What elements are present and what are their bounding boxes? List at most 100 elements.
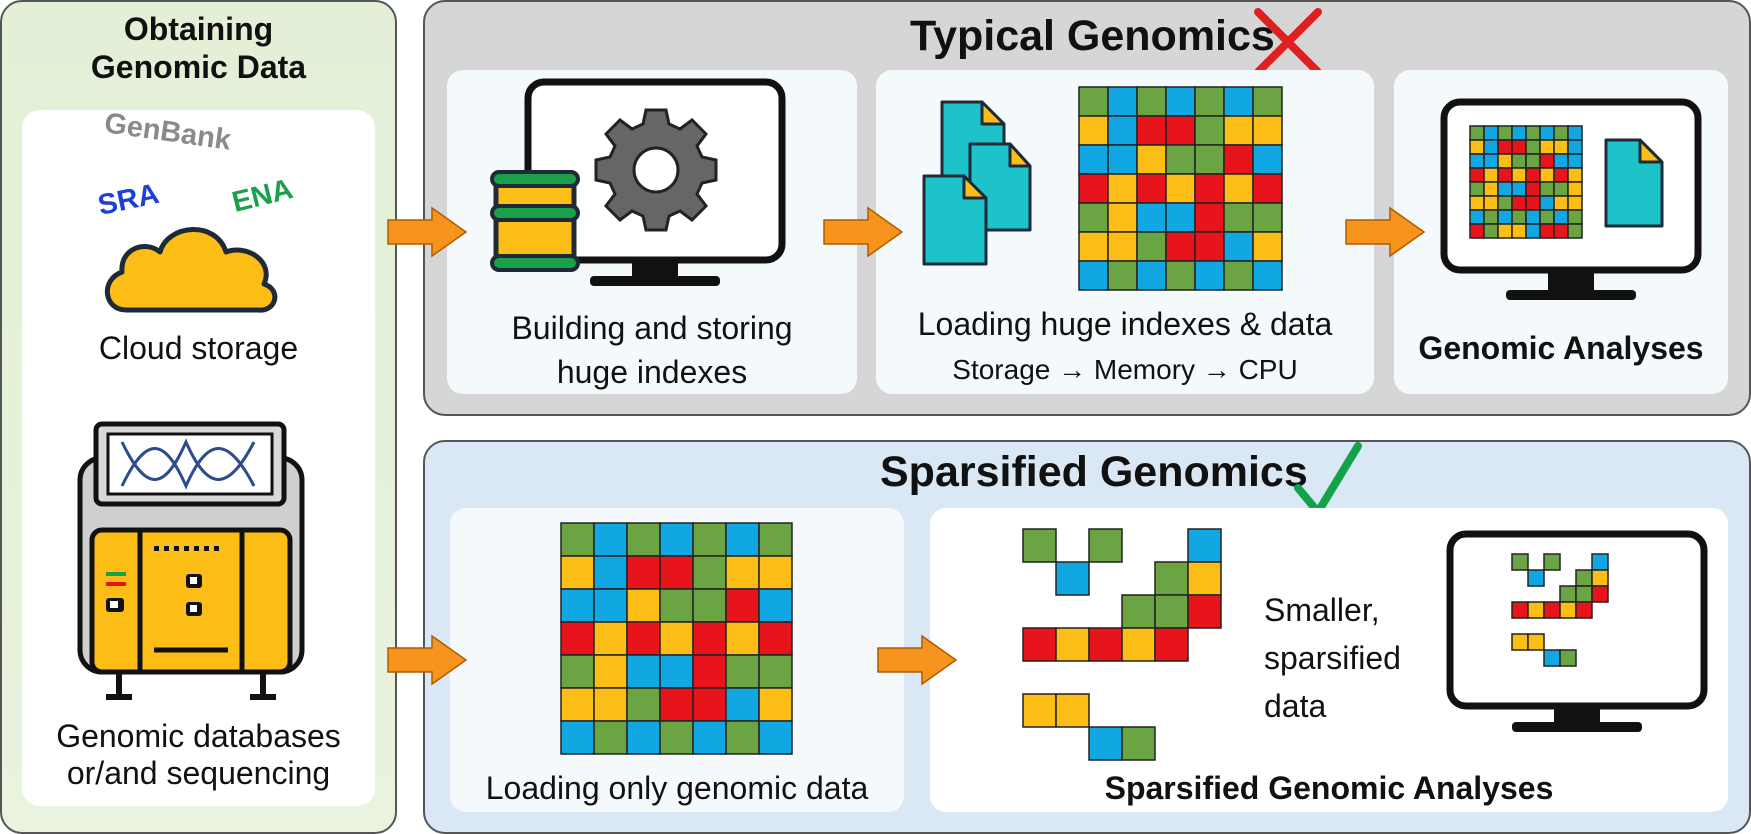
matrix-cell (1469, 139, 1485, 155)
matrix-cell (1136, 260, 1167, 291)
matrix-cell (1088, 627, 1123, 662)
build-index-label-line2: huge indexes (556, 354, 748, 390)
matrix-cell (1055, 693, 1090, 728)
matrix-cell (1154, 627, 1189, 662)
matrix-cell (1187, 528, 1222, 563)
matrix-cell (626, 555, 661, 590)
matrix-cell (1539, 167, 1555, 183)
matrix-cell (560, 621, 595, 656)
build-index-label-line1: Building and storing (511, 310, 793, 346)
matrix-cell (659, 588, 694, 623)
matrix-cell (1511, 601, 1529, 619)
matrix-cell (1543, 601, 1561, 619)
matrix-cell (593, 687, 628, 722)
monitor-gear-icon (524, 78, 786, 286)
matrix-cell (1022, 627, 1057, 662)
matrix-cell (1539, 195, 1555, 211)
cloud-storage-label: Cloud storage (98, 330, 299, 366)
matrix-cell (725, 720, 760, 755)
matrix-cell (1078, 231, 1109, 262)
matrix-cell (1187, 561, 1222, 596)
matrix-cell (1252, 86, 1283, 117)
matrix-cell (1553, 195, 1569, 211)
matrix-cell (1165, 173, 1196, 204)
matrix-cell (1107, 115, 1138, 146)
matrix-cell (626, 720, 661, 755)
matrix-cell (1497, 209, 1513, 225)
arrow-icon (1345, 206, 1426, 258)
matrix-cell (1553, 139, 1569, 155)
matrix-cell (1194, 144, 1225, 175)
matrix-cell (1525, 209, 1541, 225)
matrix-cell (758, 588, 793, 623)
title-line1: Obtaining (123, 11, 274, 47)
matrix-cell (1252, 231, 1283, 262)
matrix-cell (692, 522, 727, 557)
sparse-matrix-icon (1022, 528, 1222, 761)
matrix-cell (593, 588, 628, 623)
matrix-cell (1136, 144, 1167, 175)
matrix-cell (1165, 260, 1196, 291)
matrix-cell (1575, 585, 1593, 603)
dense-matrix-icon (560, 522, 793, 755)
matrix-cell (1539, 139, 1555, 155)
matrix-cell (1483, 223, 1499, 239)
matrix-cell (1539, 153, 1555, 169)
matrix-cell (1483, 181, 1499, 197)
matrix-cell (1223, 144, 1254, 175)
obtaining-data-title: Obtaining Genomic Data (0, 10, 397, 86)
matrix-cell (1559, 585, 1577, 603)
matrix-cell (1055, 561, 1090, 596)
database-icon (490, 170, 580, 272)
matrix-cell (593, 720, 628, 755)
matrix-cell (626, 621, 661, 656)
matrix-cell (1165, 202, 1196, 233)
matrix-cell (1469, 167, 1485, 183)
matrix-cell (1567, 209, 1583, 225)
matrix-cell (1497, 125, 1513, 141)
matrix-cell (1194, 86, 1225, 117)
matrix-cell (626, 687, 661, 722)
matrix-cell (1525, 125, 1541, 141)
note-line3: data (1264, 688, 1327, 724)
sparsified-genomics-title: Sparsified Genomics (880, 448, 1308, 496)
matrix-cell (1469, 125, 1485, 141)
matrix-cell (1078, 202, 1109, 233)
arrow-icon (387, 206, 468, 258)
matrix-cell (1022, 528, 1057, 563)
sequencing-label: Genomic databases or/and sequencing (22, 718, 375, 792)
monitor-sparse-icon (1446, 530, 1708, 732)
matrix-cell (1078, 173, 1109, 204)
matrix-cell (725, 555, 760, 590)
matrix-cell (1591, 553, 1609, 571)
note-line2: sparsified (1264, 640, 1401, 676)
matrix-cell (1567, 167, 1583, 183)
matrix-cell (1525, 153, 1541, 169)
matrix-cell (1252, 144, 1283, 175)
cloud-icon (104, 227, 278, 313)
matrix-cell (1483, 167, 1499, 183)
matrix-cell (560, 720, 595, 755)
matrix-cell (1107, 173, 1138, 204)
matrix-cell (1511, 139, 1527, 155)
matrix-cell (1575, 569, 1593, 587)
matrix-cell (1543, 553, 1561, 571)
matrix-cell (560, 687, 595, 722)
arrow-icon (877, 634, 958, 686)
matrix-cell (1483, 209, 1499, 225)
matrix-cell (1553, 181, 1569, 197)
matrix-cell (1121, 726, 1156, 761)
matrix-cell (1591, 585, 1609, 603)
matrix-cell (1107, 231, 1138, 262)
matrix-cell (1567, 125, 1583, 141)
matrix-cell (725, 654, 760, 689)
matrix-cell (1539, 181, 1555, 197)
matrix-cell (560, 588, 595, 623)
matrix-cell (725, 687, 760, 722)
matrix-cell (1088, 726, 1123, 761)
matrix-cell (626, 522, 661, 557)
matrix-cell (1567, 139, 1583, 155)
matrix-cell (1567, 153, 1583, 169)
matrix-cell (1136, 202, 1167, 233)
sparse-analyses-label: Sparsified Genomic Analyses (1104, 770, 1554, 806)
